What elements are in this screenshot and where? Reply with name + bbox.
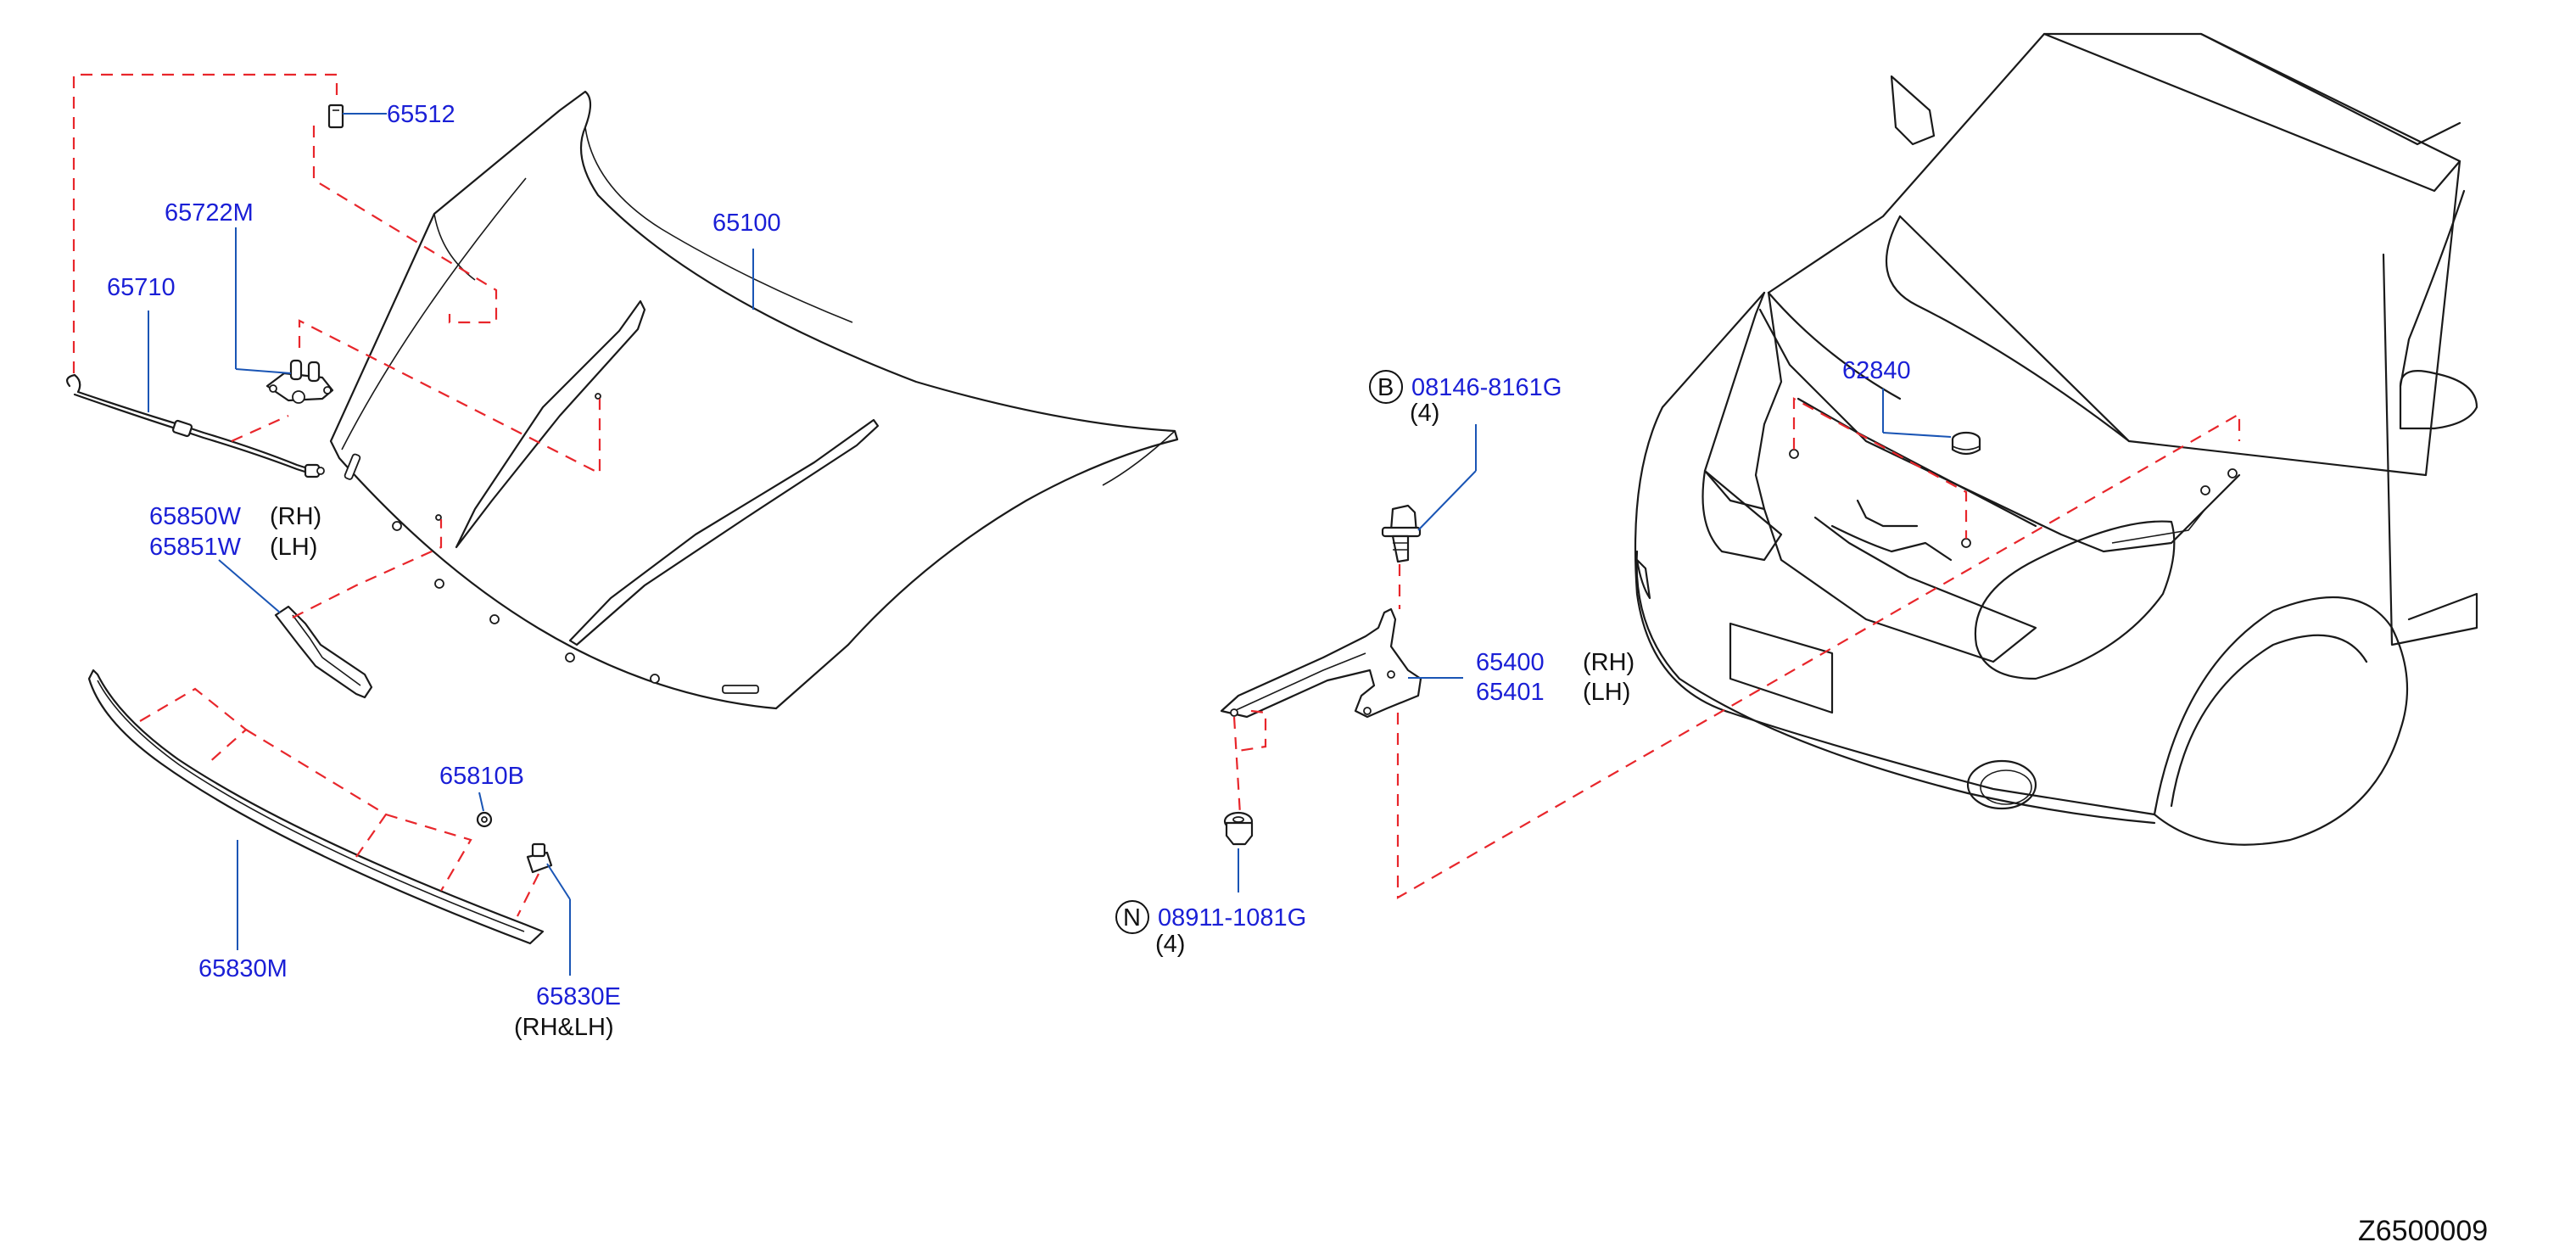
assembly-guide-lines	[72, 73, 2241, 917]
bolt-symbol-letter: B	[1377, 374, 1394, 401]
note-rh-lh: (RH&LH)	[514, 1014, 614, 1041]
label-65851W: 65851W	[149, 534, 242, 561]
grommet-65810B	[476, 811, 493, 828]
clip-65830E	[526, 842, 553, 874]
label-65710: 65710	[107, 274, 176, 301]
note-rh-hinge: (RH)	[1583, 649, 1634, 676]
label-65100: 65100	[712, 210, 781, 237]
label-08911-1081G: 08911-1081G	[1158, 904, 1306, 932]
hood-molding	[87, 669, 545, 945]
note-lh-hinge: (LH)	[1583, 679, 1630, 706]
hood-bumper-62840	[1951, 431, 1981, 456]
nut-symbol-circle	[1115, 900, 1149, 934]
leader-lines	[148, 113, 1952, 976]
label-65830M: 65830M	[198, 955, 288, 982]
hood-release-cable	[66, 373, 325, 478]
note-rh-stay: (RH)	[270, 503, 321, 530]
note-lh-stay: (LH)	[270, 534, 317, 561]
note-qty-nut: (4)	[1155, 931, 1185, 958]
label-65722M: 65722M	[165, 199, 254, 227]
clip-65512	[327, 104, 344, 129]
label-65400: 65400	[1476, 649, 1545, 676]
label-65401: 65401	[1476, 679, 1545, 706]
label-08146-8161G: 08146-8161G	[1411, 374, 1562, 401]
label-65512: 65512	[387, 101, 455, 128]
label-65830E: 65830E	[536, 983, 621, 1010]
nut-08911	[1223, 811, 1254, 846]
hood-panel	[329, 90, 1179, 710]
hood-lock	[265, 359, 334, 404]
label-65810B: 65810B	[439, 763, 524, 790]
label-65850W: 65850W	[149, 503, 242, 530]
bolt-symbol-circle	[1369, 370, 1403, 404]
nut-symbol-letter: N	[1123, 904, 1141, 932]
label-62840: 62840	[1842, 357, 1911, 384]
bolt-08146	[1381, 504, 1422, 563]
hood-stay-bracket	[274, 605, 373, 699]
diagram-code: Z6500009	[2358, 1215, 2488, 1247]
callout-labels: 65512 65722M 65710 65100 65850W (RH) 658…	[107, 101, 2488, 1247]
vehicle-outline	[1634, 32, 2478, 846]
note-qty-bolt: (4)	[1410, 400, 1439, 427]
hood-hinge	[1220, 607, 1422, 719]
